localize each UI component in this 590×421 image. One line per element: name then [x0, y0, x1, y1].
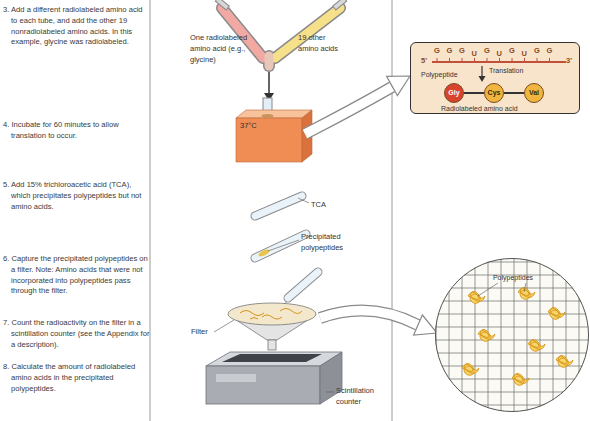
leader-line [478, 283, 526, 296]
mrna-base: G [459, 46, 465, 57]
strand-end: 5' [421, 56, 427, 67]
mrna-base: G [484, 46, 490, 57]
filter-funnel [214, 303, 316, 350]
mrna-base: U [522, 49, 527, 60]
mrna-base: U [497, 49, 502, 60]
node-text: Cys [488, 89, 501, 98]
mrna-base: U [472, 49, 477, 60]
mrna-base: G [509, 46, 515, 57]
divider-line [392, 0, 393, 421]
step-text: 6. Capture the precipitated polypeptides… [3, 254, 151, 297]
part-label: One radiolabeled amino acid (e.g., glyci… [190, 33, 260, 65]
mrna-base: G [447, 46, 453, 57]
part-label: 19 other amino acids [298, 33, 348, 55]
node-text: Polypeptides [436, 274, 590, 283]
step-text: 8. Calculate the amount of radiolabeled … [3, 362, 151, 394]
y-tube [215, 0, 346, 66]
heat-block [236, 98, 312, 162]
tca-tube [255, 196, 309, 216]
node-text: Radiolabeled amino acid [441, 105, 518, 114]
scintillation-counter [206, 352, 342, 404]
mrna-base: G [534, 46, 540, 57]
step-text: 7. Count the radioactivity on the filter… [3, 318, 151, 350]
node-text: Translation [489, 67, 523, 76]
amino-acid-circle: Gly [444, 83, 464, 103]
filter-grid [435, 258, 589, 412]
down-arrow [264, 72, 274, 101]
node-text: Gly [448, 89, 459, 98]
part-label: Filter [191, 327, 208, 338]
part-label: TCA [311, 200, 326, 211]
divider-line [150, 0, 151, 421]
temperature-label: 37°C [240, 121, 257, 132]
mrna-base: G [547, 46, 553, 57]
step-text: 4. Incubate for 60 minutes to allow tran… [3, 120, 151, 142]
step-text: 3. Add a different radiolabeled amino ac… [3, 5, 151, 48]
pour-tube [282, 272, 318, 310]
amino-acid-circle: Val [524, 83, 544, 103]
part-label: Precipitated polypeptides [301, 232, 353, 254]
mrna-base: G [434, 46, 440, 57]
callout-arrow [320, 310, 437, 335]
precipitate-tube [255, 234, 306, 258]
node-text: Val [529, 89, 539, 98]
filter-circle: Polypeptides [435, 258, 589, 412]
node-text: Polypeptide [421, 71, 458, 80]
step-text: 5. Add 15% trichloroacetic acid (TCA), w… [3, 180, 151, 212]
callout-arrow [305, 76, 410, 134]
strand-end: 3' [566, 56, 572, 67]
amino-acid-circle: Cys [484, 83, 504, 103]
part-label: Scintillation counter [336, 386, 386, 408]
